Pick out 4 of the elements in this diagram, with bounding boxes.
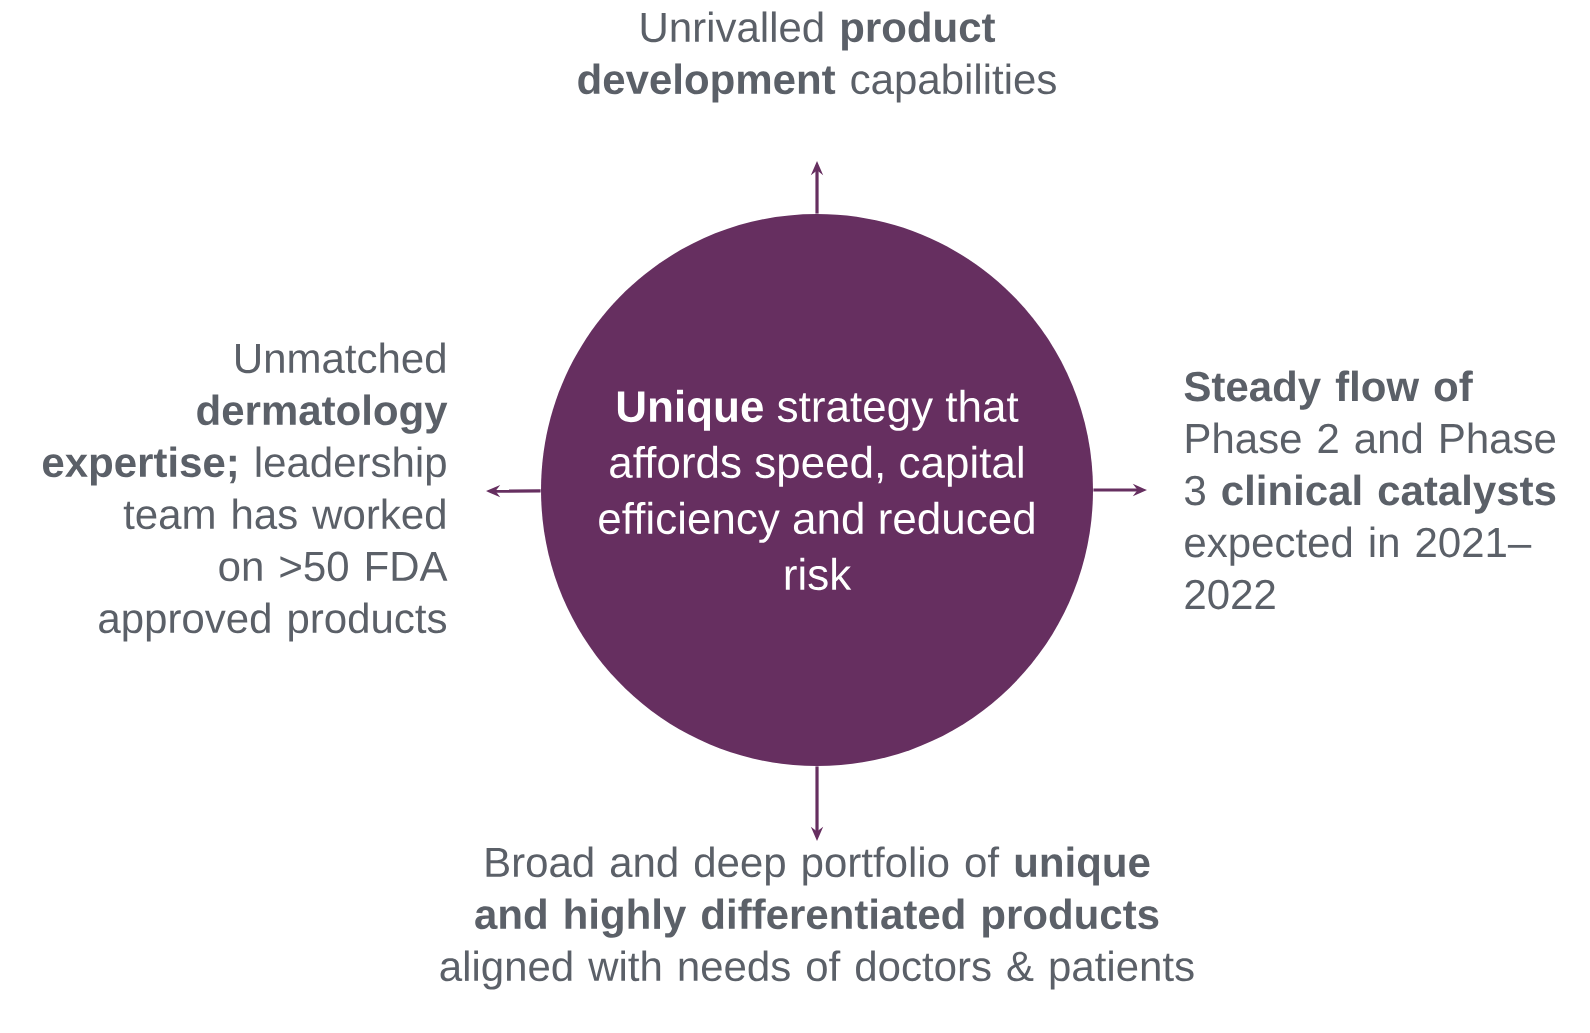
point-text: Steady flow of Phase 2 and Phase 3 clinical catalysts expected in 2021–2022 [1184,370,1556,610]
point-text: Broad and deep portfolio of unique and highly differentiated products aligned with needs of doctors & patients [440,846,1194,990]
point-text: Unrivalled product development capabilities [578,11,1056,103]
point-text: Unmatched dermatology expertise; leadership team has worked on >50 FDA approved products [43,342,448,642]
